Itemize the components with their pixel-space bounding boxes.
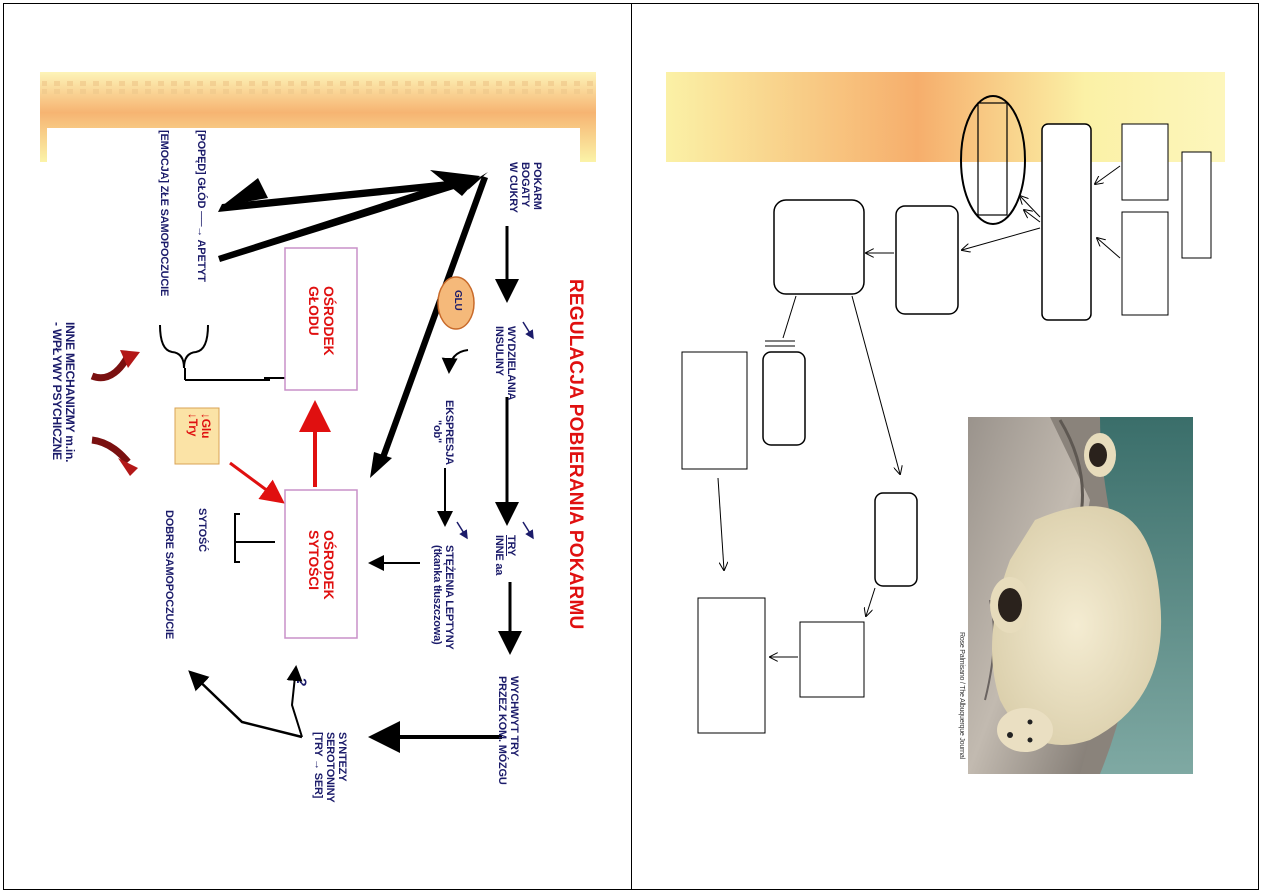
dobre-samopoczucie-label: DOBRE SAMOPOCZUCIE [163,510,175,640]
osrodek-sytosci-box [284,489,358,639]
glu-try-badge: ↓Glu ↓Try [186,413,213,439]
right-arrows [717,165,1121,657]
page-divider [631,3,632,890]
left-wedge-arrows [218,170,488,478]
left-banner [40,72,596,162]
pokarm-line-2: BOGATY [519,162,531,208]
inne-mechanizmy-label: INNE MECHANIZMY m.in. - WPŁYWY PSYCHICZN… [50,322,77,463]
glu-down-label: ↓Glu [199,413,213,439]
osrodek-sytosci-line-2: SYTOŚCI [306,530,322,590]
stezenia-line-2: (tkanka tłuszczowa) [431,545,443,645]
osrodek-glodu-box [284,247,358,391]
photo-credit: Rose Palmisano / The Albuquerque Journal [958,632,965,759]
wychwyt-try-label: WYCHWYT TRY PRZEZ KOM. MÓZGU [496,676,520,785]
osrodek-sytosci-label: OŚRODEK SYTOŚCI [306,530,337,600]
wydzielania-insuliny-label: WYDZIELANIA INSULINY [493,326,517,400]
stezenia-leptyny-label: STĘŻENIA LEPTYNY (tkanka tłuszczowa) [431,545,455,650]
glu-try-badge-shape [174,407,220,465]
pokarm-bogaty-label: POKARM BOGATY W CUKRY [507,162,543,213]
synteza-serotoniny-label: SYNTEZY SEROTONINY [TRY → SER] [312,732,348,803]
ekspresja-ob-label: EKSPRESJA "ob" [431,400,455,465]
wychwyt-line-2: PRZEZ KOM. MÓZGU [496,676,508,785]
blue-trend-arrows [456,321,534,540]
try-label: TRY [505,535,517,556]
inne-mechanizmy-line-2: - WPŁYWY PSYCHICZNE [50,322,64,460]
osrodek-sytosci-line-1: OŚRODEK [321,530,337,600]
question-mark: ? [294,678,310,687]
pokarm-line-3: W CUKRY [507,162,519,213]
right-diagram-boxes [762,123,1092,587]
poped-glod-apetyt-label: [POPĘD] GŁÓD ──→ APETYT [195,130,207,282]
try-inne-aa-label: TRY INNE aa [493,535,517,575]
osrodek-glodu-line-2: GŁODU [306,286,322,336]
emocja-zle-samopoczucie-label: [EMOCJA] ZŁE SAMOPOCZUCIE [158,130,170,297]
stezenia-line-1: STĘŻENIA LEPTYNY [443,545,455,650]
synteza-line-2: SEROTONINY [324,732,336,803]
right-highlight [960,95,1026,225]
wydzielania-line-2: INSULINY [493,326,505,376]
polar-bear-photo [968,417,1193,774]
diagram-title: REGULACJA POBIERANIA POKARMU [565,279,586,630]
ekspresja-line-2: "ob" [431,420,443,444]
inne-mechanizmy-line-1: INNE MECHANIZMY m.in. [63,322,77,463]
left-red-arrows [90,350,331,504]
osrodek-glodu-label: OŚRODEK GŁODU [306,286,337,356]
ekspresja-line-1: EKSPRESJA [443,400,455,465]
right-diagram-rects [681,123,1212,734]
osrodek-glodu-line-1: OŚRODEK [321,286,337,356]
brace [159,324,209,369]
glu-badge-shape [437,276,475,330]
synteza-line-3: [TRY → SER] [312,732,324,799]
glu-badge: GLU [452,290,463,311]
synteza-line-1: SYNTEZY [336,732,348,782]
wychwyt-line-1: WYCHWYT TRY [508,676,520,757]
wydzielania-line-1: WYDZIELANIA [505,326,517,401]
inne-aa-label: INNE aa [493,535,505,576]
pokarm-line-1: POKARM [531,162,543,210]
try-down-label: ↓Try [186,413,200,437]
sytosc-label: SYTOŚĆ [196,508,208,552]
